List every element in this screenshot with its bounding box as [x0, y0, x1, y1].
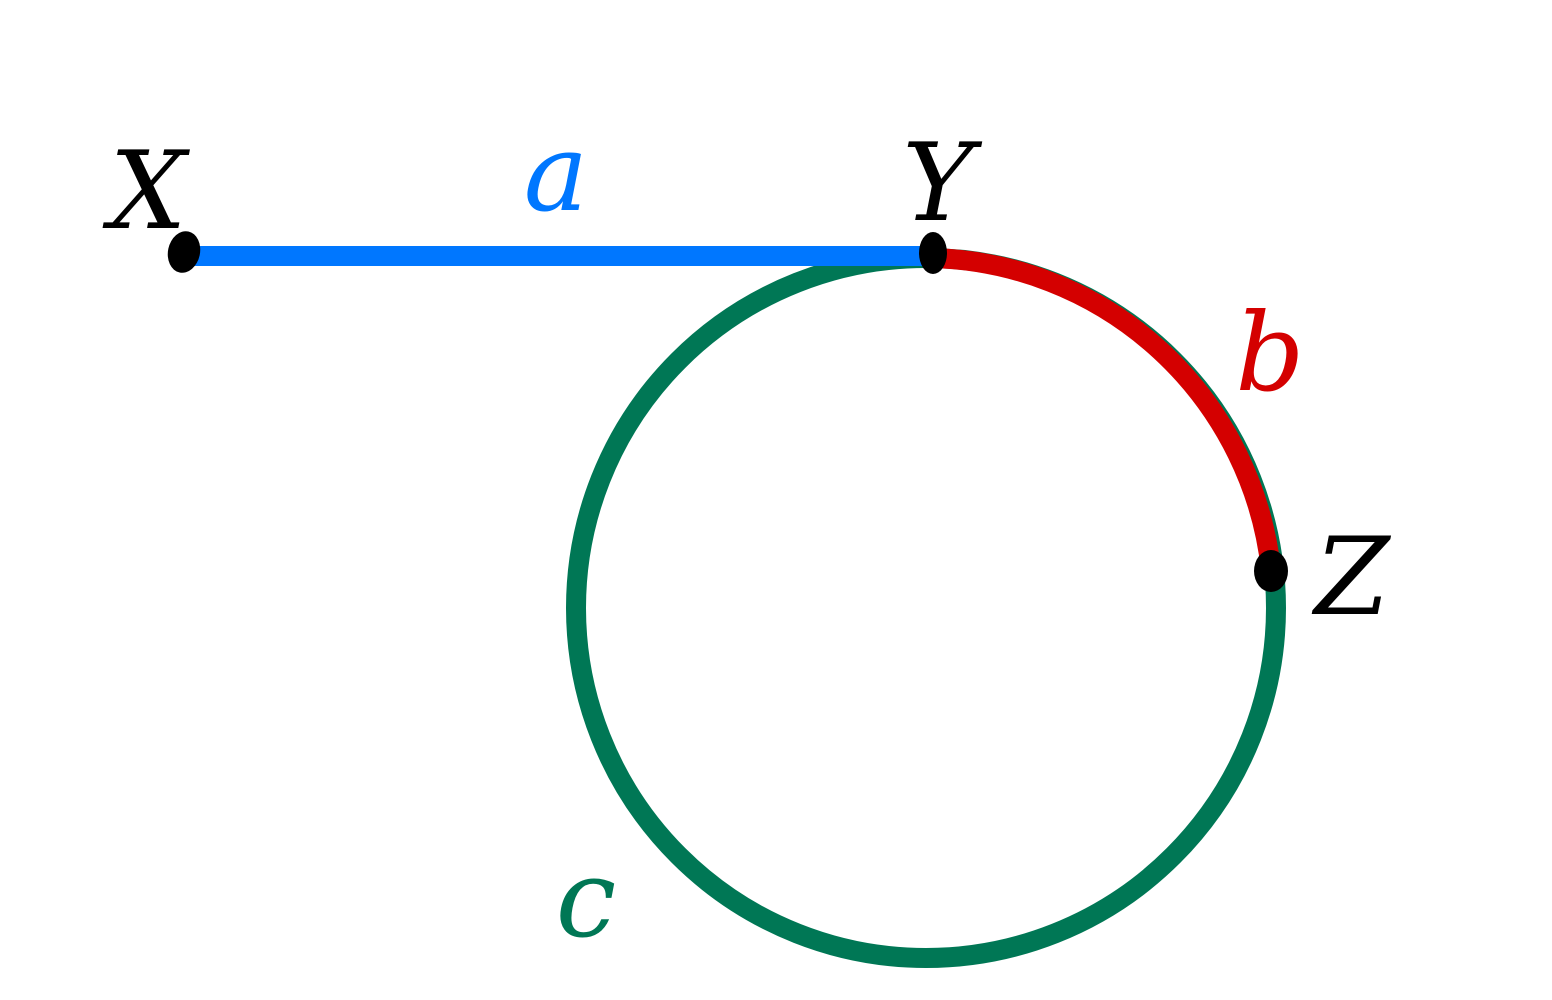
- point-y-label: Y: [902, 121, 982, 246]
- edge-b-arc: [931, 248, 1281, 572]
- point-y-dot: [919, 232, 947, 274]
- point-z-label: Z: [1311, 515, 1391, 640]
- point-x-label: X: [103, 129, 191, 254]
- edge-c-label: c: [556, 837, 617, 962]
- point-x-dot: [167, 231, 201, 273]
- edge-b-label: b: [1235, 291, 1304, 416]
- point-z-dot: [1254, 550, 1288, 592]
- edge-a-label: a: [524, 111, 588, 236]
